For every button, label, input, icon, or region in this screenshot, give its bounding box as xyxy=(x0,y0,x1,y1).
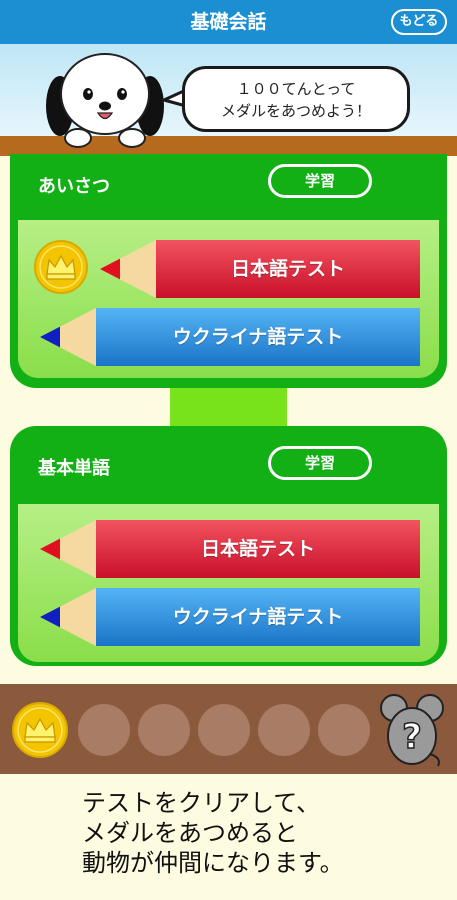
ukrainian-test-button[interactable]: ウクライナ語テスト xyxy=(40,588,420,646)
crown-medal-icon xyxy=(34,240,88,294)
test-label: 日本語テスト xyxy=(230,258,345,280)
speech-line-2: メダルをあつめよう！ xyxy=(220,102,371,120)
test-label: ウクライナ語テスト xyxy=(172,326,344,348)
header-bar: 基礎会話 もどる xyxy=(0,0,457,44)
test-label: ウクライナ語テスト xyxy=(172,606,344,628)
ukrainian-test-button[interactable]: ウクライナ語テスト xyxy=(40,308,420,366)
footer-line-3: 動物が仲間になります。 xyxy=(82,849,344,877)
speech-bubble: １００てんとって メダルをあつめよう！ xyxy=(182,66,410,132)
footer-line-1: テストをクリアして、 xyxy=(82,789,321,817)
footer-line-2: メダルをあつめると xyxy=(82,819,298,847)
test-list: 日本語テスト ウクライナ語テスト xyxy=(18,504,439,662)
wooden-ledge xyxy=(0,136,457,156)
japanese-test-button[interactable]: 日本語テスト xyxy=(40,520,420,578)
test-label: 日本語テスト xyxy=(200,538,315,560)
svg-text:?: ? xyxy=(402,717,422,757)
japanese-test-button[interactable]: 日本語テスト xyxy=(100,240,420,298)
empty-medal-slot xyxy=(198,704,250,756)
section-card-greetings: あいさつ 学習 日本語テスト xyxy=(10,154,447,388)
empty-medal-slot xyxy=(78,704,130,756)
empty-medal-slot xyxy=(318,704,370,756)
section-connector xyxy=(170,382,287,432)
speech-line-1: １００てんとって xyxy=(236,80,356,98)
footer-message: テストをクリアして、 メダルをあつめると 動物が仲間になります。 xyxy=(82,788,344,878)
page-title: 基礎会話 xyxy=(190,11,267,33)
section-title: あいさつ xyxy=(38,176,110,197)
crown-medal-icon xyxy=(12,702,68,758)
footer-message-area: テストをクリアして、 メダルをあつめると 動物が仲間になります。 xyxy=(0,774,457,900)
study-button[interactable]: 学習 xyxy=(268,164,372,198)
test-list: 日本語テスト ウクライナ語テスト xyxy=(18,220,439,378)
section-title: 基本単語 xyxy=(38,458,110,479)
empty-medal-slot xyxy=(258,704,310,756)
back-button[interactable]: もどる xyxy=(391,9,447,35)
dog-mascot-icon xyxy=(46,53,164,148)
study-button[interactable]: 学習 xyxy=(268,446,372,480)
mouse-question-icon[interactable]: ? xyxy=(380,692,444,768)
section-card-basic-words: 基本単語 学習 日本語テスト xyxy=(10,426,447,666)
empty-medal-slot xyxy=(138,704,190,756)
